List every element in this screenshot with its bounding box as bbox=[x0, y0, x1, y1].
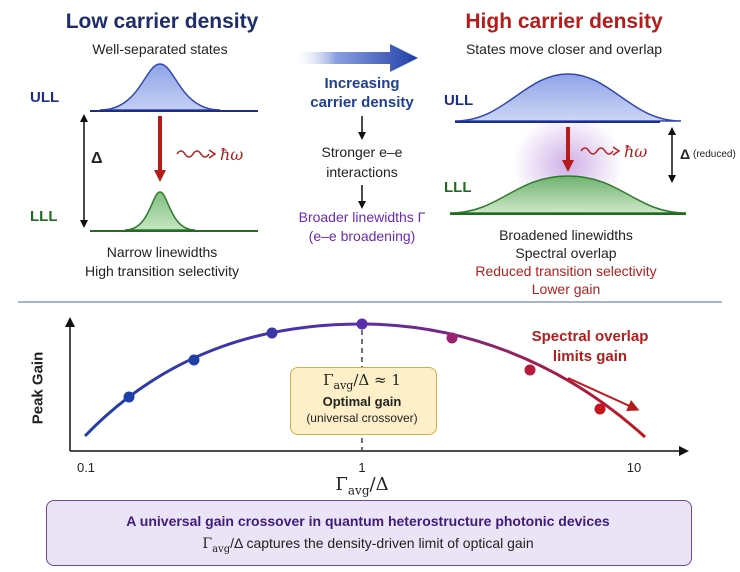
right-note-3: Reduced transition selectivity bbox=[475, 263, 657, 279]
box-line-3: (universal crossover) bbox=[306, 411, 418, 425]
optimal-gain-box bbox=[290, 367, 437, 435]
right-delta-note: (reduced) bbox=[693, 149, 736, 160]
right-subtitle: States move closer and overlap bbox=[465, 41, 663, 57]
right-delta-label: Δ bbox=[680, 146, 691, 162]
x-label-subscript: avg bbox=[347, 483, 370, 498]
right-note-4: Lower gain bbox=[531, 281, 601, 297]
x-label-tail: /Δ bbox=[369, 474, 389, 495]
right-photon-arrowhead bbox=[612, 146, 621, 156]
overlap-annotation-2: limits gain bbox=[552, 348, 628, 365]
overlap-annotation-1: Spectral overlap bbox=[531, 328, 649, 345]
curve-point bbox=[188, 354, 200, 366]
left-photon-arrowhead bbox=[208, 149, 217, 159]
left-note-2: High transition selectivity bbox=[84, 263, 240, 279]
left-lll-peak bbox=[124, 191, 196, 231]
right-lll-peak bbox=[449, 175, 687, 214]
middle-step-1b: interactions bbox=[326, 164, 398, 180]
left-photon-label: ħω bbox=[220, 145, 244, 164]
curve-point bbox=[356, 318, 368, 330]
left-subtitle: Well-separated states bbox=[92, 41, 228, 57]
left-note-1: Narrow linewidths bbox=[106, 244, 218, 260]
curve-point bbox=[123, 391, 135, 403]
box-line-1-symbol: Γ bbox=[323, 371, 334, 389]
left-ull-label: ULL bbox=[30, 89, 60, 106]
left-ull-peak bbox=[99, 63, 221, 111]
right-panel-graphics bbox=[449, 73, 687, 217]
middle-step-1a: Stronger e–e bbox=[321, 144, 403, 160]
banner-tail: /Δ captures the density-driven limit of … bbox=[230, 535, 534, 551]
gain-chart bbox=[65, 317, 689, 456]
right-photon-label: ħω bbox=[624, 142, 648, 161]
left-delta-label: Δ bbox=[91, 150, 103, 167]
right-ull-peak bbox=[454, 73, 682, 122]
chart-x-label: Γavg/Δ bbox=[335, 474, 388, 498]
left-photon-wave bbox=[176, 150, 210, 158]
right-lll-label: LLL bbox=[444, 179, 472, 196]
overlap-annotation-arrow bbox=[567, 377, 640, 411]
x-label-symbol: Γ bbox=[335, 474, 348, 495]
middle-line-2: carrier density bbox=[310, 94, 414, 111]
right-note-1: Broadened linewidths bbox=[499, 227, 633, 243]
box-line-2: Optimal gain bbox=[322, 394, 402, 409]
banner-subscript: avg bbox=[212, 543, 231, 555]
box-line-1-tail: /Δ ≈ 1 bbox=[353, 371, 401, 389]
banner-line-2: Γavg/Δ captures the density-driven limit… bbox=[202, 535, 533, 555]
middle-line-1: Increasing bbox=[324, 75, 400, 92]
summary-banner bbox=[46, 500, 692, 566]
chart-y-label: Peak Gain bbox=[29, 351, 47, 425]
middle-step-2b: (e–e broadening) bbox=[308, 228, 416, 244]
left-lll-label: LLL bbox=[30, 208, 58, 225]
curve-point bbox=[446, 332, 458, 344]
right-note-2: Spectral overlap bbox=[515, 245, 617, 261]
banner-symbol: Γ bbox=[202, 536, 213, 552]
x-tick-10: 10 bbox=[626, 460, 642, 475]
big-right-arrow bbox=[292, 44, 418, 72]
box-line-1: Γavg/Δ ≈ 1 bbox=[323, 371, 401, 392]
curve-point bbox=[594, 403, 606, 415]
banner-line-1: A universal gain crossover in quantum he… bbox=[126, 513, 610, 529]
middle-step-2a: Broader linewidths Γ bbox=[298, 209, 426, 225]
left-title: Low carrier density bbox=[65, 10, 259, 33]
right-photon-wave bbox=[580, 147, 614, 155]
x-tick-1: 1 bbox=[358, 460, 366, 475]
left-panel-graphics bbox=[80, 63, 258, 232]
curve-point bbox=[524, 364, 536, 376]
right-title: High carrier density bbox=[465, 10, 663, 33]
x-tick-0-1: 0.1 bbox=[76, 460, 96, 475]
curve-point bbox=[266, 327, 278, 339]
box-line-1-subscript: avg bbox=[333, 379, 354, 392]
middle-graphics bbox=[292, 44, 418, 209]
right-ull-label: ULL bbox=[444, 92, 474, 109]
